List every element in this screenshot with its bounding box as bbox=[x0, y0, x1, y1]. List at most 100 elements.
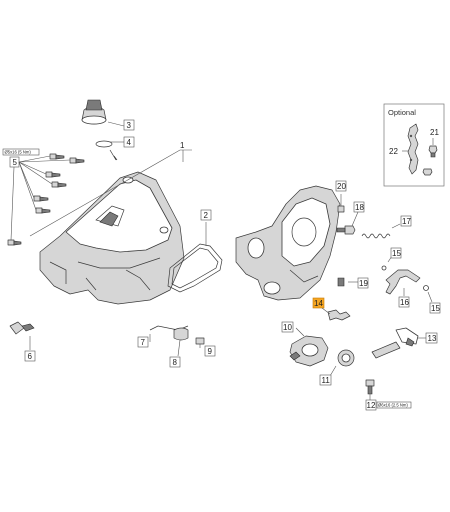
worm-gear-hub bbox=[341, 353, 351, 363]
label-box-18 bbox=[353, 201, 365, 213]
screw bbox=[69, 157, 85, 164]
part-18-thread bbox=[336, 227, 346, 233]
label-box-10 bbox=[281, 321, 294, 333]
label-19: 19 bbox=[359, 279, 368, 288]
leader-5f bbox=[18, 161, 37, 211]
label-20: 20 bbox=[337, 182, 346, 191]
label-21: 21 bbox=[430, 128, 439, 137]
screw bbox=[7, 239, 22, 246]
part-6-clip bbox=[9, 321, 25, 335]
bracket-hole bbox=[409, 158, 413, 162]
crankcase-bearing bbox=[247, 237, 265, 259]
leader-8 bbox=[177, 339, 181, 357]
part-6-tab bbox=[21, 323, 35, 332]
label-15a: 15 bbox=[392, 249, 401, 258]
optional-label: Optional bbox=[388, 108, 416, 117]
gasket-inner bbox=[171, 247, 219, 289]
label-2: 2 bbox=[204, 211, 209, 220]
leader-18 bbox=[351, 211, 359, 227]
label-17: 17 bbox=[402, 217, 411, 226]
oil-cap-rim bbox=[81, 115, 107, 125]
oil-pump-nozzle bbox=[289, 351, 301, 361]
gasket-outline bbox=[167, 243, 223, 293]
bracket-hole bbox=[409, 134, 413, 138]
part-13-clip bbox=[395, 327, 419, 345]
part-14-worm bbox=[327, 309, 351, 321]
part-18-bolt bbox=[344, 225, 356, 235]
part-9-screw bbox=[195, 337, 205, 345]
crankcase-bore bbox=[291, 217, 317, 247]
screw bbox=[49, 153, 65, 160]
label-box-4 bbox=[123, 136, 135, 148]
screw bbox=[35, 207, 51, 214]
label-box-15a bbox=[390, 247, 402, 259]
label-3: 3 bbox=[127, 121, 132, 130]
housing-boss bbox=[159, 226, 169, 234]
leader-15b bbox=[427, 291, 433, 303]
torque-box-5 bbox=[2, 148, 40, 156]
part-17-spring bbox=[361, 233, 391, 239]
label-18: 18 bbox=[355, 203, 364, 212]
leader-3 bbox=[107, 121, 125, 127]
cap-strap bbox=[109, 149, 118, 161]
part-6: 6 bbox=[9, 321, 36, 362]
oil-pump-assembly: 14 10 11 12 Ø6x16 (2.5 Nm) bbox=[281, 297, 412, 411]
label-13: 13 bbox=[428, 334, 437, 343]
right-side-parts: 20 18 17 19 15 16 15 bbox=[335, 180, 441, 314]
label-7: 7 bbox=[141, 338, 146, 347]
optional-parts-box: Optional 22 21 bbox=[383, 103, 445, 187]
part-13-assembly: 13 bbox=[371, 327, 438, 359]
leader-5e bbox=[18, 161, 35, 199]
label-11: 11 bbox=[322, 376, 331, 385]
part-13-rod bbox=[371, 341, 401, 359]
crankcase-mount bbox=[263, 281, 281, 295]
part-16-lever bbox=[385, 269, 421, 295]
housing-edge-line bbox=[77, 257, 161, 269]
screw bbox=[33, 195, 49, 202]
leader-5c bbox=[18, 161, 47, 175]
leader-17 bbox=[391, 223, 401, 229]
part-19-pin bbox=[337, 277, 345, 287]
screw bbox=[45, 171, 61, 178]
label-box-20 bbox=[335, 180, 347, 192]
crankcase-face bbox=[281, 197, 331, 267]
screw-21 bbox=[428, 145, 438, 154]
label-12: 12 bbox=[367, 401, 376, 410]
leader-10 bbox=[295, 327, 305, 337]
part-8-cover bbox=[173, 327, 189, 341]
label-box-15b bbox=[429, 302, 441, 314]
leader-14 bbox=[321, 307, 331, 315]
label-22: 22 bbox=[389, 147, 398, 156]
label-1: 1 bbox=[180, 141, 185, 150]
leader-5g bbox=[10, 166, 15, 241]
label-8: 8 bbox=[173, 358, 178, 367]
leader-11 bbox=[329, 365, 337, 377]
housing-rib-2 bbox=[85, 277, 97, 291]
housing-port-opening bbox=[99, 211, 119, 227]
part-15-lower bbox=[423, 285, 429, 291]
label-box-7 bbox=[137, 336, 149, 348]
label-box-2 bbox=[200, 209, 212, 221]
oil-cap-grip bbox=[85, 99, 103, 111]
label-box-9 bbox=[204, 345, 216, 357]
part-12-shaft bbox=[367, 385, 373, 395]
o-ring bbox=[95, 140, 113, 148]
label-box-13 bbox=[425, 332, 438, 344]
screws-group-5: Ø5x16 (5 Nm) 5 bbox=[2, 148, 85, 246]
label-box-14-highlight bbox=[312, 297, 325, 309]
main-housing: 1 bbox=[29, 141, 192, 305]
torque-label-5: Ø5x16 (5 Nm) bbox=[5, 150, 32, 155]
torque-box-12 bbox=[376, 401, 412, 409]
label-box-11 bbox=[319, 374, 332, 386]
label-4: 4 bbox=[127, 138, 132, 147]
screw-optional-lower bbox=[422, 168, 433, 176]
label-box-16 bbox=[398, 296, 410, 308]
label-box-6 bbox=[24, 350, 36, 362]
crankcase bbox=[235, 185, 341, 301]
screw-21-shaft bbox=[430, 152, 436, 158]
part-20-screw bbox=[337, 205, 345, 213]
torque-label-12: Ø6x16 (2.5 Nm) bbox=[378, 403, 408, 408]
housing-side-detail bbox=[49, 261, 67, 284]
label-box-3 bbox=[123, 119, 135, 131]
part-15-washer bbox=[381, 265, 387, 271]
